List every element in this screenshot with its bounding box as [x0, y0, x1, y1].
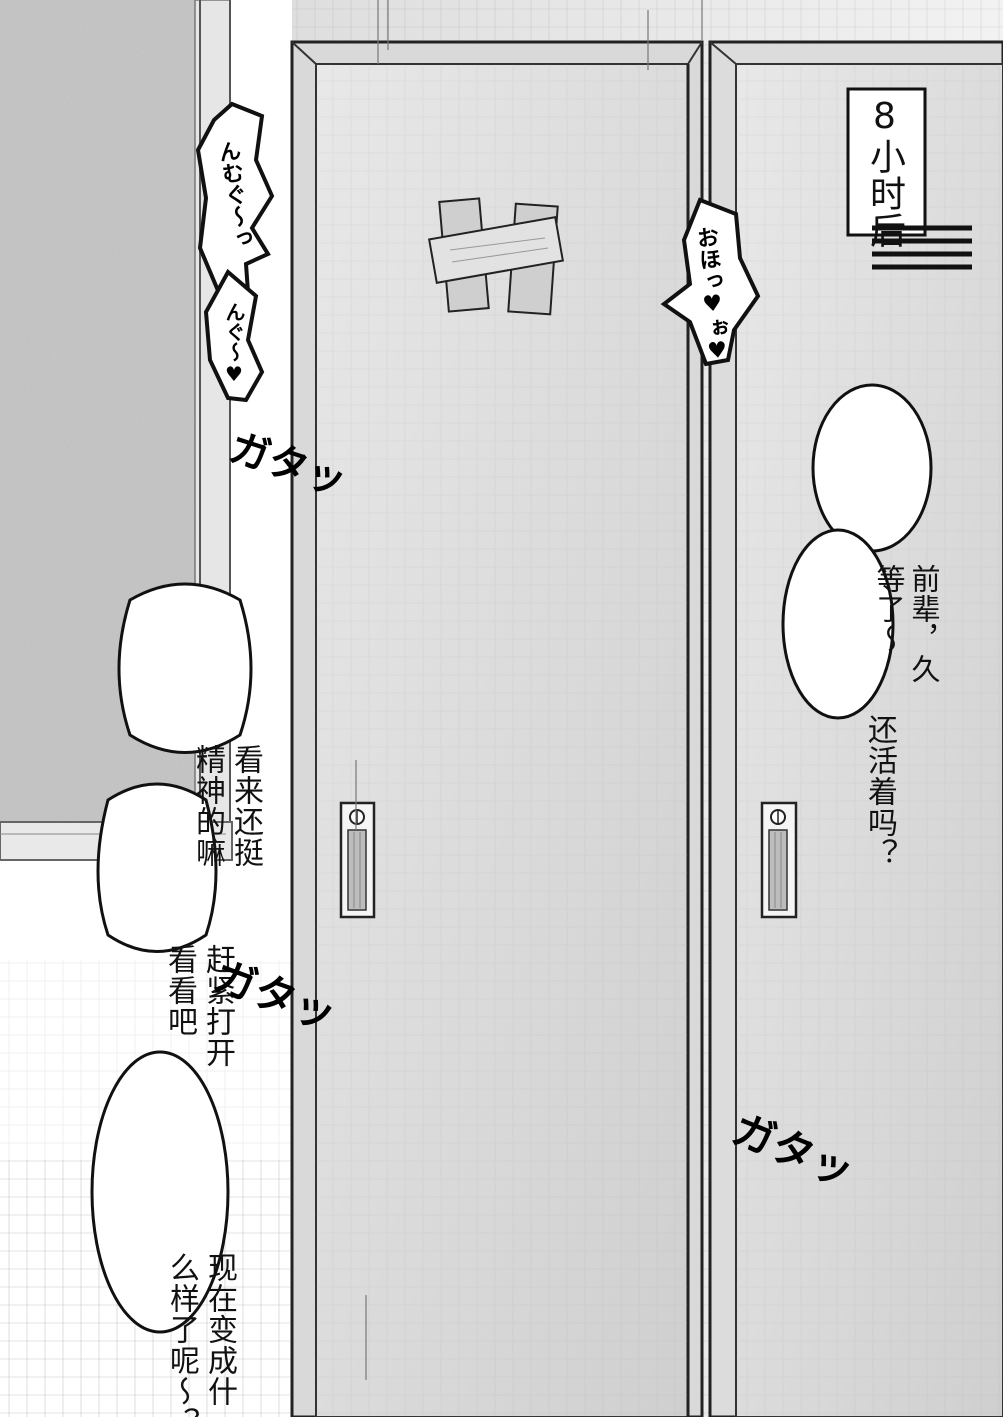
- bubble-b4-shape: [96, 782, 218, 953]
- bubble-b3-text: 看来还挺 精神的嘛: [150, 600, 302, 868]
- jagged-bubbles: [195, 101, 761, 403]
- muffle-m1-shape: [195, 101, 275, 303]
- muffle-m2-text: んぐ〜♥: [222, 302, 246, 386]
- bubble-b1-line1: 前辈，久: [907, 564, 941, 684]
- bubble-b4-line2: 看看吧: [162, 944, 197, 1037]
- caption-text: 8小时后: [864, 96, 905, 249]
- bubble-b5-text: 现在变成什 么样了呢～？: [124, 1108, 276, 1417]
- bubble-b5-line1: 现在变成什: [202, 1252, 237, 1407]
- bubble-b5-shape: [90, 1050, 230, 1334]
- bubble-b2-text: 还活着吗？: [822, 570, 936, 869]
- speed-lines: [355, 0, 703, 1380]
- bubble-b5-line2: 么样了呢～？: [164, 1252, 199, 1417]
- bubble-b1-line2: 等了～: [872, 564, 906, 654]
- bubble-b3-line1: 看来还挺: [228, 744, 263, 868]
- bubble-b3-line2: 精神的嘛: [190, 744, 225, 868]
- locker-right-handle: [760, 801, 798, 919]
- bubble-b2-line1: 还活着吗？: [862, 714, 897, 869]
- caption-box: [846, 87, 972, 270]
- speech-bubbles: [90, 383, 933, 1334]
- bubble-b3-shape: [117, 582, 253, 754]
- bubble-b4-text: 赶紧打开 看看吧: [122, 800, 274, 1068]
- locker-left: [290, 40, 704, 1417]
- bubble-b1-text: 前辈，久 等了～: [836, 424, 976, 684]
- muffle-m2-shape: [203, 268, 265, 403]
- bubble-b4-line1: 赶紧打开: [200, 944, 235, 1068]
- bubble-b2-shape: [781, 528, 895, 720]
- locker-left-handle: [339, 801, 376, 919]
- taped-paper: [427, 197, 565, 316]
- muffle-m3-shape: [660, 197, 761, 367]
- locker-right: [708, 40, 1003, 1417]
